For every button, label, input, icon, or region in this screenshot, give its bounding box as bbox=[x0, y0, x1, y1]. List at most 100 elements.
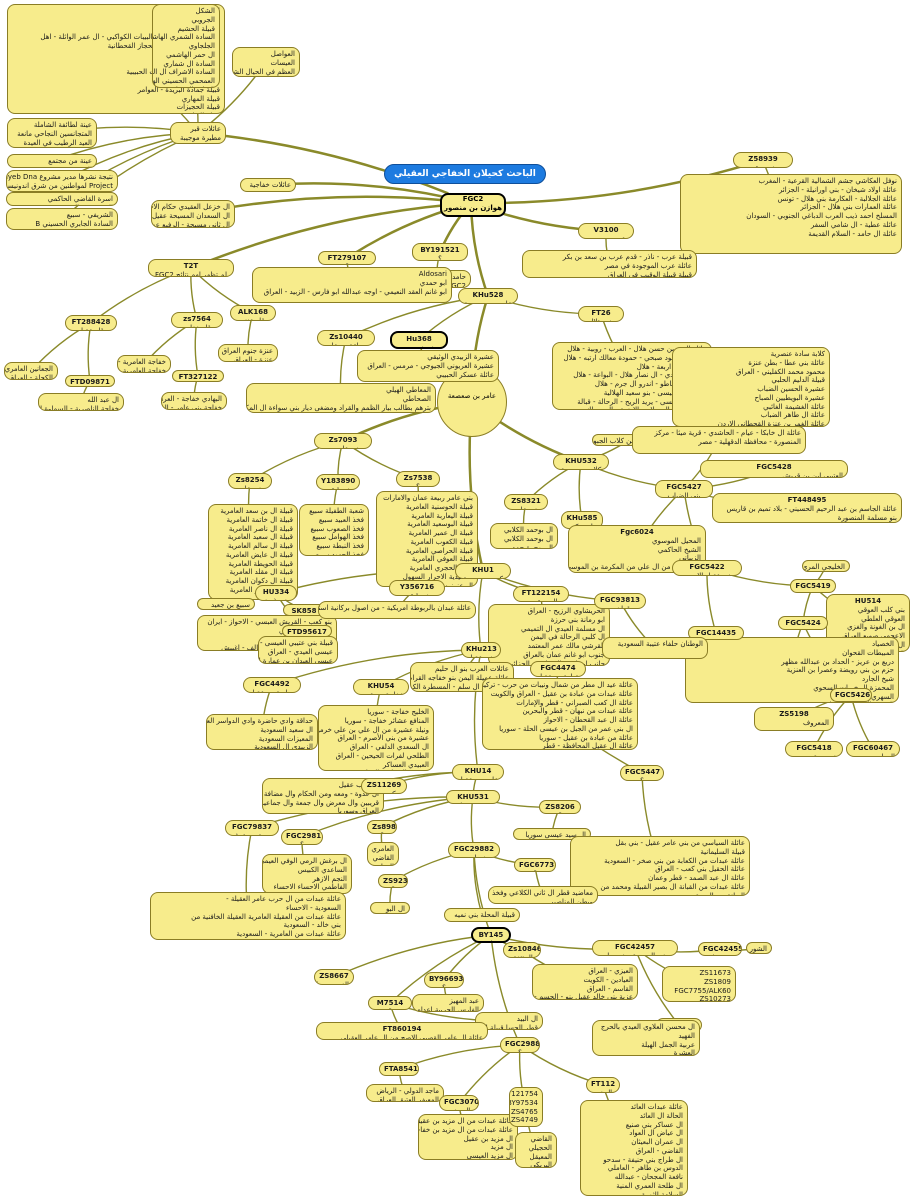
tree-node-n54[interactable]: قبيلة المحلة بني نميه bbox=[444, 908, 520, 922]
tree-node-n4[interactable]: FT279107؟ bbox=[318, 251, 376, 265]
tree-node-n24[interactable]: FGC5424 bbox=[778, 616, 828, 630]
tree-node-n62[interactable]: M7514؟ bbox=[368, 996, 412, 1010]
tree-node-n67[interactable]: FGC30701ال مزيد bbox=[439, 1095, 479, 1111]
tree-node-n31a[interactable]: سبيع بن جعيد bbox=[197, 598, 255, 610]
tree-node-n85[interactable]: عائلات خفاجية bbox=[240, 178, 296, 192]
tree-node-n79[interactable]: عينة من مجتمعالاندونيسي bbox=[7, 154, 97, 168]
tree-node-n72[interactable]: FTD09871 bbox=[65, 375, 115, 387]
tree-node-n22[interactable]: FGC5419 bbox=[790, 579, 836, 593]
tree-node-n58a[interactable]: الشور bbox=[746, 942, 772, 954]
tree-node-n51[interactable]: FGC6773؟ bbox=[514, 858, 556, 872]
tree-node-n55[interactable]: BY145عائد bbox=[471, 927, 511, 943]
tree-node-n36b[interactable]: الوطنان حلفاء عتيبة السعودية bbox=[602, 637, 708, 659]
tree-node-n68[interactable]: FT121754BY97534ZS4765ZS4749ZS9365ال سعيد bbox=[509, 1087, 543, 1127]
tree-node-n65[interactable]: FGC29883؟ bbox=[500, 1037, 540, 1053]
tree-node-n74[interactable]: FT327122 bbox=[172, 370, 224, 382]
tree-node-n61[interactable]: BY96693؟ bbox=[424, 972, 464, 988]
tree-node-n45[interactable]: KHU531عوف بن عامر bbox=[446, 790, 500, 804]
tree-node-n68b[interactable]: القاضيالحجيليالمعيقلالبريكيالرواحيال سعي… bbox=[515, 1132, 557, 1168]
tree-node-n38b[interactable]: عائلة عيد ال مطر من شمال ونيبات من حرب -… bbox=[482, 678, 638, 750]
tree-node-n17a[interactable]: عائلة ال خابكا - عيام - الحاشدي - قرية م… bbox=[632, 426, 806, 454]
tree-node-n52a[interactable]: ال البو bbox=[370, 902, 410, 914]
tree-node-n53[interactable]: عائلة عبدات من ال حرب عامر العقيلة -السع… bbox=[150, 892, 346, 940]
tree-node-n46b[interactable]: عائلة السياسي من بني عامر عقيل - بني بقل… bbox=[570, 836, 750, 896]
tree-node-n49a[interactable]: العامريالقاضيالوطن bbox=[367, 842, 399, 866]
tree-node-n26[interactable]: FGC5426 bbox=[830, 688, 872, 702]
tree-node-n46a[interactable]: ال سيد عيسى سوريا bbox=[513, 828, 591, 840]
tree-node-n25[interactable]: FGC14435 bbox=[688, 626, 744, 640]
tree-node-n27[interactable]: ZS5198المعروفبنو زيدالمطري الذكرات bbox=[754, 707, 834, 731]
tree-node-n3[interactable]: BY191521؟ bbox=[412, 243, 468, 261]
tree-node-n80[interactable]: نتيجة نشرها مدير مشروع Taiyeb DnaProject… bbox=[6, 170, 118, 192]
tree-node-n2b[interactable]: قبيلة عرب - ناذر - قدم عرب بن سعد بن بكر… bbox=[522, 250, 697, 278]
tree-node-n13[interactable]: Zs7538؟ bbox=[396, 471, 440, 487]
tree-node-n66[interactable]: FTA85411 bbox=[379, 1062, 419, 1076]
tree-node-n46[interactable]: ZS8206؟ bbox=[539, 800, 581, 814]
tree-node-n58[interactable]: FGC42455بني رياح bbox=[698, 942, 742, 956]
tree-node-n42[interactable]: FGC5447؟ bbox=[620, 765, 664, 781]
tree-node-n49[interactable]: Zs8987؟ bbox=[367, 820, 397, 834]
tree-node-n81[interactable]: اسرة القاضي الحاكميالمعروفين بالدونسية bbox=[6, 192, 118, 206]
